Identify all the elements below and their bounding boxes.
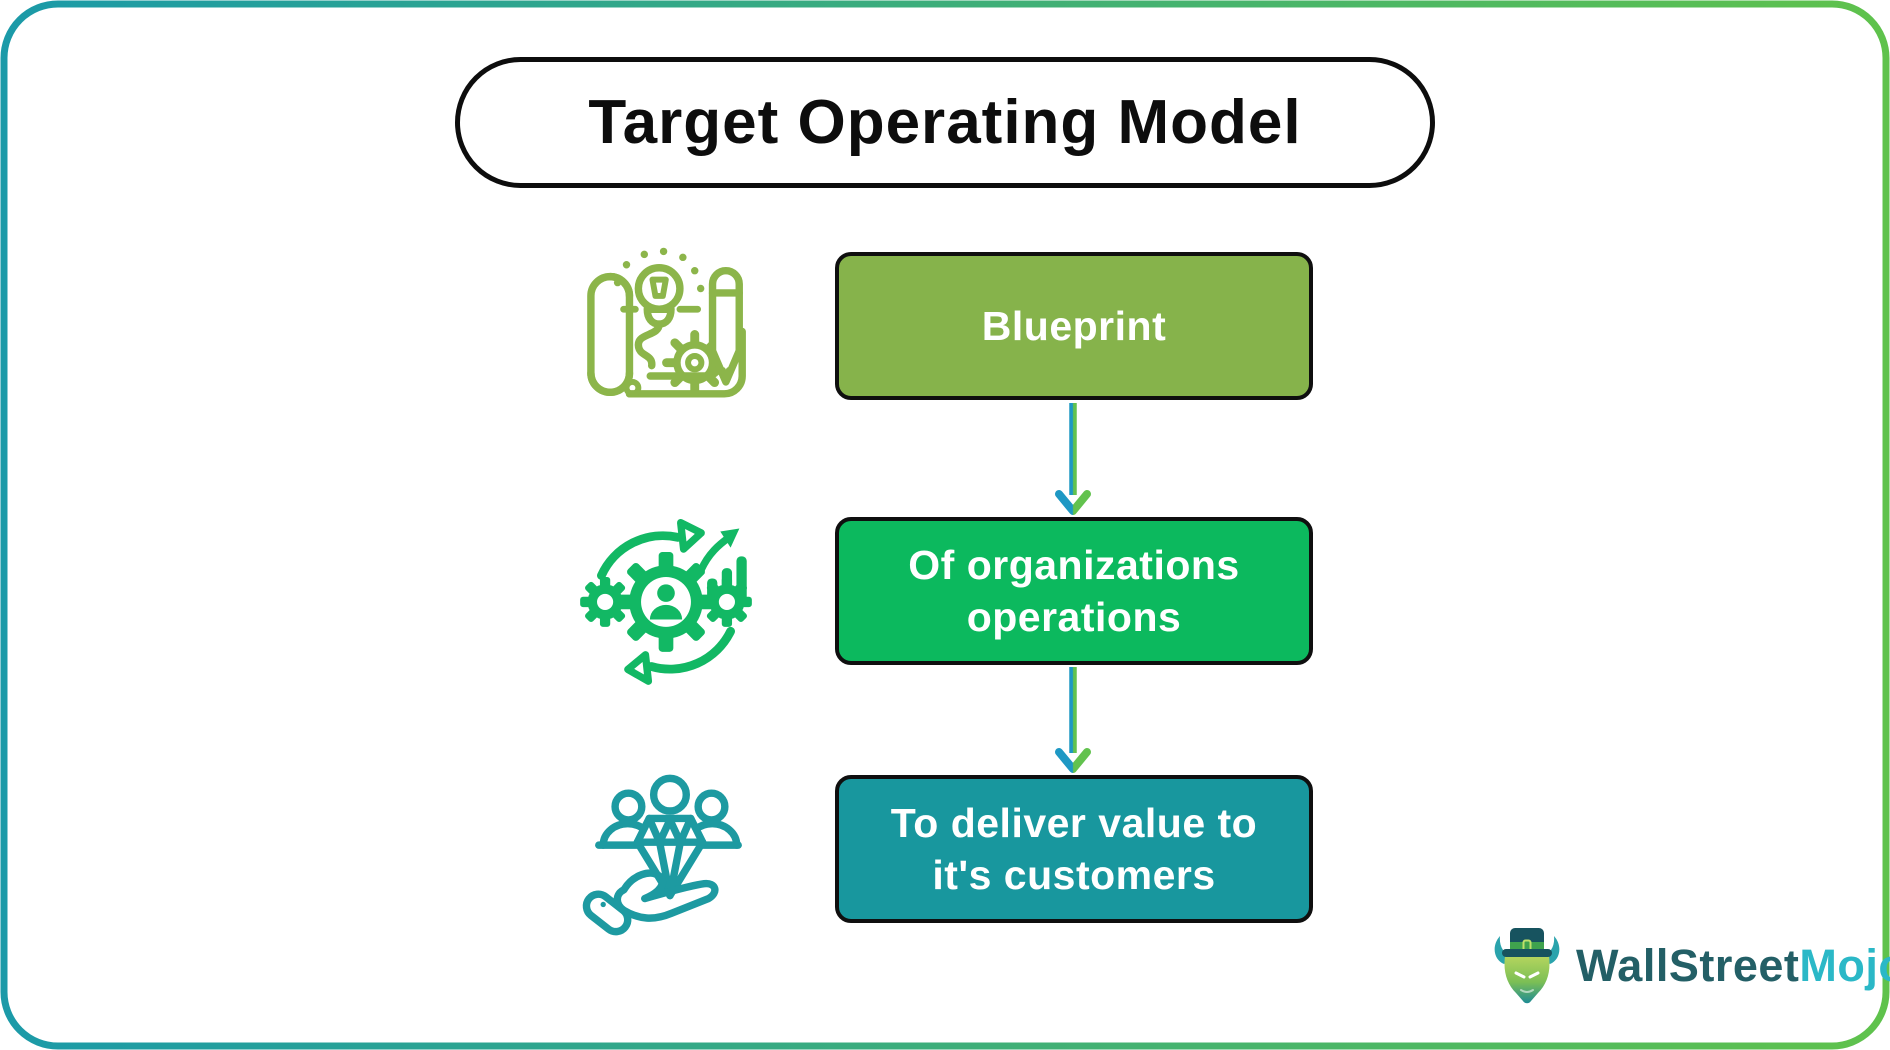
center-gear-person [616,552,716,652]
step-label: it's customers [932,852,1216,898]
gear-glyph [662,330,728,396]
step-box-customer-value: To deliver value to it's customers [835,775,1313,923]
down-arrow-icon [1055,403,1091,515]
pencil-glyph [708,267,743,386]
step-label: Blueprint [981,303,1167,349]
brand-second: Mojo [1799,940,1890,991]
step-box-operations: Of organizations operations [835,517,1313,665]
open-hand-glyph [582,869,719,936]
process-gears-icon [580,519,752,685]
brand-first: WallStreet [1576,940,1800,991]
step-label: Of organizations [908,542,1240,588]
step-label: To deliver value to [890,800,1258,846]
title-banner: Target Operating Model [455,57,1435,188]
brand-wordmark: WallStreetMojo [1576,940,1890,992]
page-title: Target Operating Model [588,88,1302,157]
wallstreetmojo-logo: WallStreetMojo [1492,924,1890,1008]
blueprint-sketch-icon [587,247,746,398]
wallstreetmojo-bull-icon [1494,928,1560,1004]
step-box-blueprint: Blueprint [835,252,1313,400]
customer-value-icon [582,774,742,936]
diamond-glyph [633,814,707,900]
down-arrow-icon [1055,667,1091,773]
step-label: operations [966,594,1182,640]
small-gear-left [580,576,631,627]
